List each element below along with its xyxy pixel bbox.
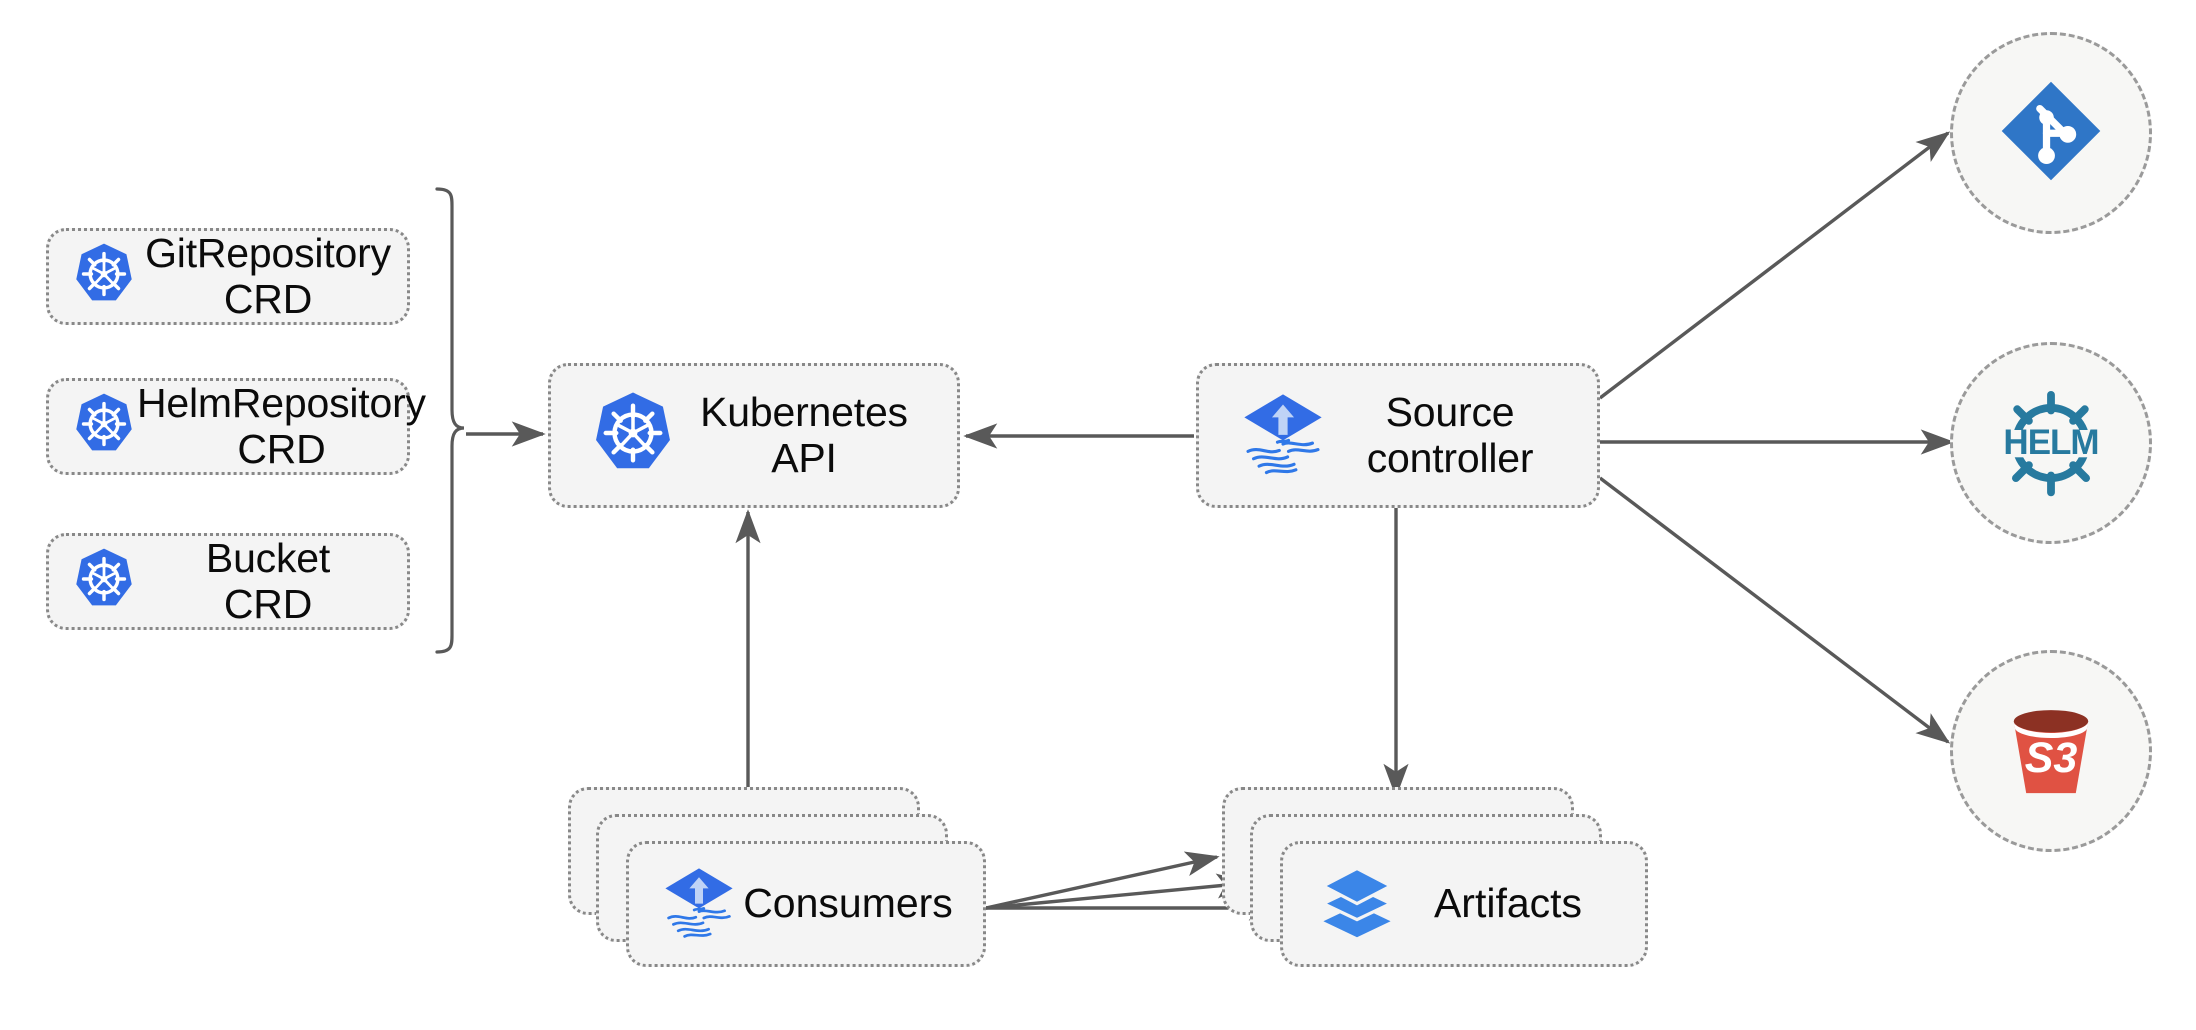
kubernetes-icon [71,391,137,462]
s3-label: S3 [2024,733,2078,782]
crd-label: Bucket CRD [205,534,331,627]
kubernetes-icon [71,241,137,312]
helm-icon: HELM [1986,378,2116,508]
kubernetes-icon [589,389,677,482]
crd-label: HelmRepository CRD [137,379,426,472]
flux-icon [1237,387,1329,484]
node-label: Artifacts [1433,880,1583,927]
node-artifacts-stack[interactable]: Artifacts [1222,787,1648,967]
node-label: Source controller [1366,388,1534,481]
node-kubernetes-api[interactable]: Kubernetes API [548,363,960,508]
node-label: Consumers [743,880,953,927]
crd-node-gitrepository[interactable]: GitRepository CRD [46,228,410,325]
crd-group-brace [435,187,465,654]
git-icon [1995,75,2107,192]
edge-source-controller-to-s3 [1598,476,1951,744]
crd-node-helmrepository[interactable]: HelmRepository CRD [46,378,426,475]
endpoint-s3[interactable]: S3 [1950,650,2152,852]
helm-label: HELM [2003,423,2099,462]
edge-consumers-to-artifacts-middle [985,873,1251,910]
edge-consumers-to-artifacts-back [985,851,1220,910]
edge-source-controller-to-git [1598,131,1951,400]
layers-icon [1317,862,1397,947]
crd-label: GitRepository CRD [145,229,391,322]
kubernetes-icon [71,546,137,617]
node-label: Kubernetes API [700,388,908,481]
s3-bucket-icon: S3 [1989,689,2113,813]
endpoint-helm[interactable]: HELM [1950,342,2152,544]
crd-node-bucket[interactable]: Bucket CRD [46,533,410,630]
node-consumers-stack[interactable]: Consumers [568,787,988,967]
endpoint-git[interactable] [1950,32,2152,234]
node-consumers[interactable]: Consumers [626,841,986,967]
flux-icon [659,862,739,947]
node-source-controller[interactable]: Source controller [1196,363,1600,508]
node-artifacts[interactable]: Artifacts [1280,841,1648,967]
